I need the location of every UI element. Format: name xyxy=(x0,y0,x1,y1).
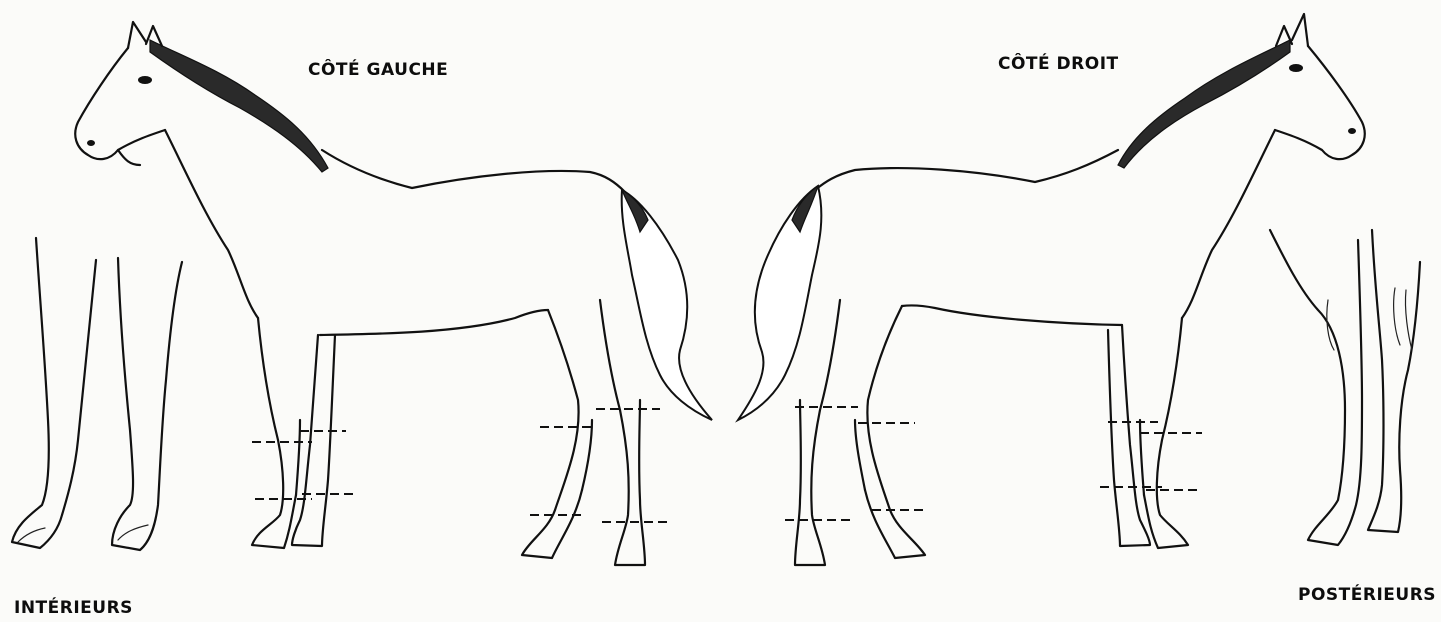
tail-left xyxy=(622,190,712,420)
tail-right xyxy=(738,186,821,420)
front-legs-view xyxy=(12,238,182,550)
horse-right-side xyxy=(738,14,1365,565)
hind-legs-view xyxy=(1270,230,1420,545)
mane-right xyxy=(1118,40,1290,168)
head-right xyxy=(1275,46,1365,159)
back-left xyxy=(322,150,625,192)
back-right xyxy=(815,150,1118,190)
horse-left-side xyxy=(75,22,712,565)
